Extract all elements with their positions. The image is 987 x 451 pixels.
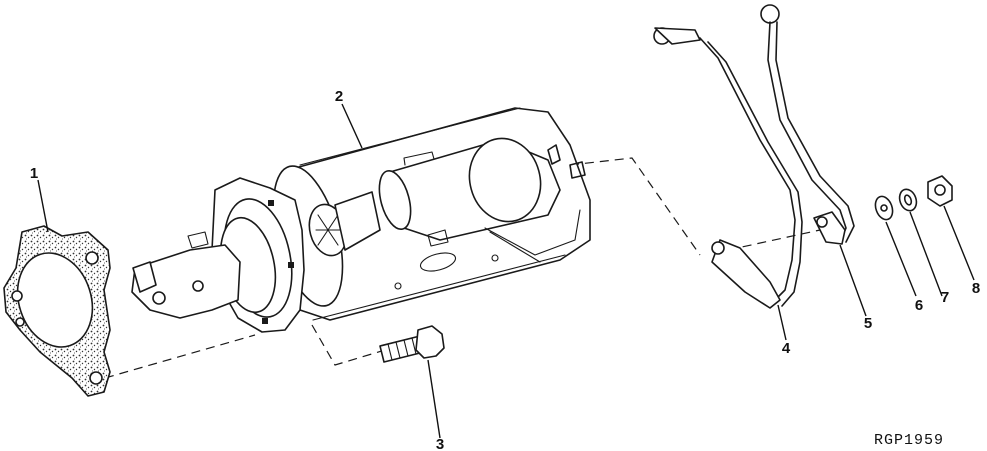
leader-lines — [37, 103, 975, 439]
cap-screw-part — [379, 325, 445, 363]
callout-4: 4 — [782, 340, 791, 357]
assembly-centerlines — [104, 157, 821, 379]
ground-strap-part — [760, 4, 855, 245]
callout-1: 1 — [30, 165, 38, 182]
lock-washer-part — [898, 188, 918, 212]
callout-3: 3 — [436, 436, 444, 451]
callout-2: 2 — [335, 88, 343, 105]
flat-washer-part — [874, 195, 894, 221]
callout-labels: 1 2 3 4 5 6 7 8 — [30, 88, 980, 451]
callout-6: 6 — [915, 297, 923, 314]
callout-8: 8 — [972, 280, 980, 297]
starter-motor-part — [131, 107, 591, 333]
callout-5: 5 — [864, 315, 872, 332]
hex-nut-part — [927, 175, 953, 207]
gasket-part — [3, 225, 111, 397]
figure-reference: RGP1959 — [874, 432, 944, 449]
battery-cable-part — [653, 27, 803, 309]
callout-7: 7 — [941, 289, 949, 306]
